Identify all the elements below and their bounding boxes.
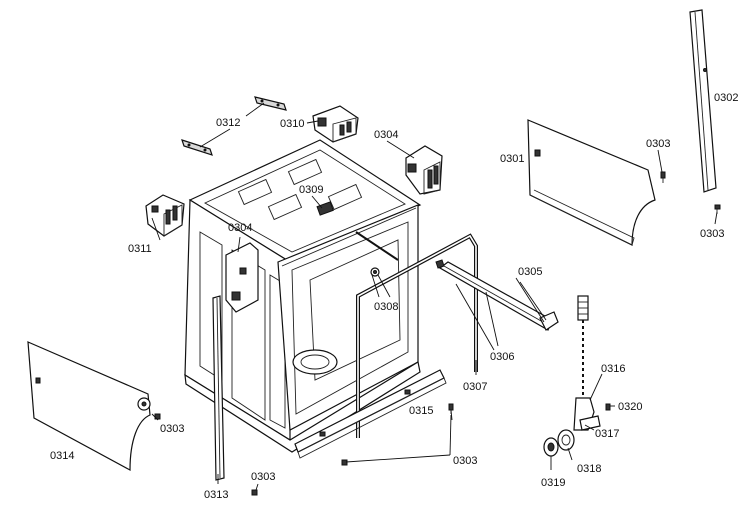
label-0302: 0302: [714, 92, 738, 104]
label-0306: 0306: [490, 351, 514, 363]
screw-0320: [605, 403, 611, 411]
front-panel: [27, 341, 151, 472]
screw-side-strip: [714, 204, 721, 214]
label-0317: 0317: [595, 428, 619, 440]
washer-0319: [543, 437, 559, 457]
label-0301: 0301: [500, 153, 524, 165]
label-0303-low: 0303: [251, 471, 275, 483]
label-0307: 0307: [463, 381, 487, 393]
label-0318: 0318: [577, 463, 601, 475]
inlet-hose: [573, 295, 601, 431]
part-labels: 0302 0303 0303 0301 0312 0310 0304 0309 …: [50, 92, 738, 501]
side-seal-strip: [212, 295, 225, 481]
label-0314: 0314: [50, 450, 74, 462]
label-0304-top: 0304: [374, 129, 398, 141]
kick-plate: [294, 369, 447, 459]
label-0316: 0316: [601, 363, 625, 375]
hinge-bracket-upper: [254, 96, 287, 111]
label-0312: 0312: [216, 117, 240, 129]
label-0308: 0308: [374, 301, 398, 313]
side-trim-strip: [689, 9, 717, 193]
label-0309: 0309: [299, 184, 323, 196]
corner-cap-0304-mid: [225, 242, 259, 313]
label-0320: 0320: [618, 401, 642, 413]
corner-cap-0310: [312, 105, 359, 143]
label-0313: 0313: [204, 489, 228, 501]
label-0305: 0305: [518, 266, 542, 278]
rod-0308: [355, 231, 399, 277]
nut-0318: [557, 429, 575, 451]
label-0303-left: 0303: [160, 423, 184, 435]
rail-assembly: [435, 259, 559, 331]
label-0315: 0315: [409, 405, 433, 417]
label-0311: 0311: [128, 243, 152, 255]
label-0319: 0319: [541, 477, 565, 489]
label-0303-bottom: 0303: [453, 455, 477, 467]
hinge-bracket-lower: [181, 139, 213, 156]
corner-cap-0304-top: [405, 145, 443, 195]
side-panel: [527, 119, 656, 246]
label-0303-top: 0303: [646, 138, 670, 150]
corner-cap-0311: [145, 194, 185, 237]
label-0310: 0310: [280, 118, 304, 130]
dishwasher-tub: [184, 139, 422, 453]
screw-side-panel: [660, 171, 666, 183]
label-0304-mid: 0304: [228, 222, 252, 234]
leader-lines: [151, 102, 718, 491]
screw-bottom-center: [341, 459, 348, 466]
label-0303-right: 0303: [700, 228, 724, 240]
screw-bottom-left: [251, 489, 258, 496]
